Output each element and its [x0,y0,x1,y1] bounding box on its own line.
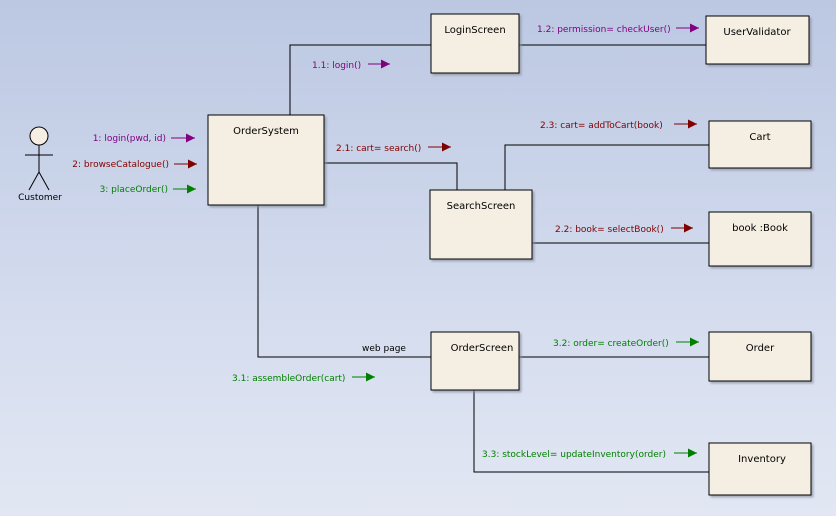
svg-text:1.1: login(): 1.1: login() [312,61,361,71]
object-inventory[interactable]: Inventory [708,442,812,496]
message-1-2: 1.2: permission= checkUser() [537,23,699,35]
object-book[interactable]: book :Book [708,211,812,267]
svg-text:3.2: order= createOrder(): 3.2: order= createOrder() [553,339,669,349]
svg-text:2: browseCatalogue(): 2: browseCatalogue() [72,160,169,170]
link-searchscreen-cart [504,144,709,190]
svg-text:2.2: book= selectBook(): 2.2: book= selectBook() [555,225,664,235]
link-ordersystem-searchscreen [324,162,458,190]
link-ordersystem-orderscreen [257,205,431,358]
object-label: UserValidator [723,27,791,38]
message-2: 2: browseCatalogue() [72,159,197,170]
svg-text:3.1: assembleOrder(cart): 3.1: assembleOrder(cart) [232,374,345,384]
message-3-1: 3.1: assembleOrder(cart) [232,372,375,384]
object-ordersystem[interactable]: OrderSystem [207,114,325,206]
actor-head [29,126,49,146]
svg-text:2.1: cart= search(): 2.1: cart= search() [336,144,421,154]
svg-text:1: login(pwd, id): 1: login(pwd, id) [93,134,166,144]
message-2-3: 2.3: cart= addToCart(book) [540,119,697,131]
svg-text:3.3: stockLevel= updateInvent: 3.3: stockLevel= updateInventory(order) [482,450,666,460]
object-label: book :Book [732,223,788,234]
link-orderscreen-inventory [473,390,709,473]
customer-actor[interactable]: Customer [18,126,62,203]
svg-text:3: placeOrder(): 3: placeOrder() [100,185,168,195]
object-orderscreen[interactable]: OrderScreen [430,331,520,391]
object-label: LoginScreen [444,25,505,36]
message-1: 1: login(pwd, id) [93,133,195,144]
svg-text:2.3: cart= addToCart(book): 2.3: cart= addToCart(book) [540,121,663,131]
message-2-1: 2.1: cart= search() [336,142,451,154]
object-searchscreen[interactable]: SearchScreen [429,189,533,260]
svg-text:1.2: permission= checkUser(): 1.2: permission= checkUser() [537,25,671,35]
object-label: OrderSystem [233,126,299,137]
message-3-2: 3.2: order= createOrder() [553,337,699,349]
actor-label: Customer [18,193,62,203]
object-cart[interactable]: Cart [708,120,812,169]
message-3-3: 3.3: stockLevel= updateInventory(order) [482,448,697,460]
web-page-label: web page [362,344,406,354]
connector-lines [257,44,709,473]
object-loginscreen[interactable]: LoginScreen [430,13,520,74]
object-label: OrderScreen [451,343,514,354]
object-label: Cart [749,132,770,143]
object-label: Order [746,343,775,354]
link-ordersystem-loginscreen [289,44,431,115]
object-label: SearchScreen [447,201,516,212]
object-order[interactable]: Order [708,331,812,382]
message-2-2: 2.2: book= selectBook() [555,223,693,235]
message-3: 3: placeOrder() [100,184,196,195]
object-label: Inventory [738,454,786,465]
message-1-1: 1.1: login() [312,59,390,71]
object-uservalidator[interactable]: UserValidator [705,15,810,65]
